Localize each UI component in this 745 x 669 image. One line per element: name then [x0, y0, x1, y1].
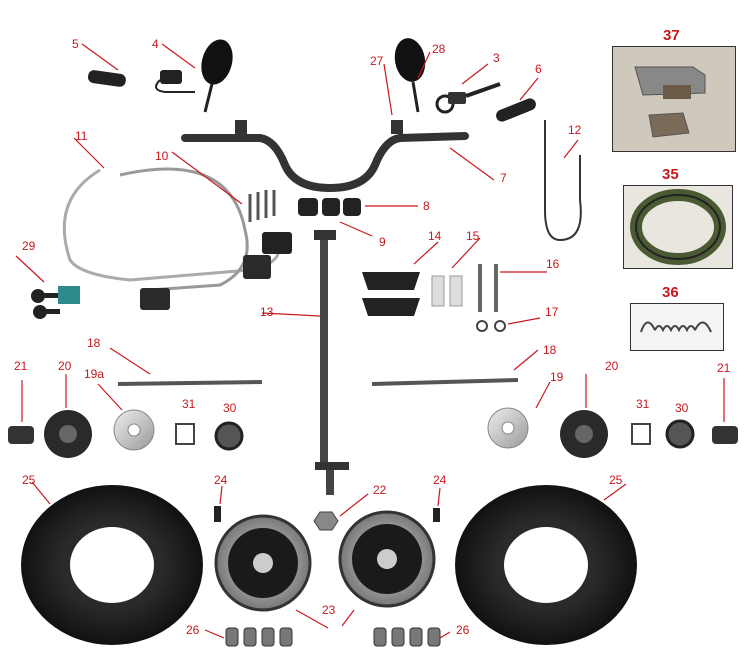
part-label-31-right: 31 — [636, 397, 650, 411]
part-label-23: 23 — [322, 603, 336, 617]
tie-rod-right — [371, 378, 519, 386]
part-label-28: 28 — [432, 42, 446, 56]
part-label-10: 10 — [155, 149, 169, 163]
bushing-2 — [449, 275, 463, 307]
knuckle-left — [113, 409, 155, 451]
part-label-26-left: 26 — [186, 623, 200, 637]
part-label-18-left: 18 — [87, 336, 101, 350]
part-label-12: 12 — [568, 123, 582, 137]
part-label-20-right: 20 — [605, 359, 619, 373]
master-cylinder — [262, 232, 292, 254]
steering-column — [314, 230, 349, 495]
part-label-24-left: 24 — [214, 473, 228, 487]
part-label-24-right: 24 — [433, 473, 447, 487]
brake-caliper-2 — [140, 288, 170, 310]
right-throttle — [496, 98, 536, 122]
brake-caliper — [243, 255, 271, 279]
ignition-key-switch — [31, 286, 80, 319]
spring-icon — [631, 304, 723, 350]
part-label-17: 17 — [545, 305, 559, 319]
mirror-left — [201, 39, 233, 113]
brake-pads-icon — [613, 47, 735, 151]
part-label-29: 29 — [22, 239, 36, 253]
inset-spring — [630, 303, 724, 351]
right-brake-lever — [435, 82, 501, 114]
bushing-1 — [431, 275, 445, 307]
part-label-19: 19 — [550, 370, 564, 384]
bolts-set — [248, 190, 276, 222]
nut-17a — [476, 320, 488, 332]
part-label-35: 35 — [662, 166, 679, 183]
brake-drum-left — [44, 410, 92, 458]
tire-right — [455, 485, 637, 645]
part-label-21-right: 21 — [717, 361, 731, 375]
castle-nut — [313, 511, 339, 531]
part-label-36: 36 — [662, 284, 679, 301]
part-label-8: 8 — [423, 199, 430, 213]
part-label-27: 27 — [370, 54, 384, 68]
part-label-11: 11 — [75, 129, 88, 143]
brake-shoes-icon — [624, 186, 732, 268]
part-label-22: 22 — [373, 483, 387, 497]
clamp-left — [235, 120, 247, 134]
part-label-26-right: 26 — [456, 623, 470, 637]
part-label-14: 14 — [428, 229, 442, 243]
part-label-18-right: 18 — [543, 343, 557, 357]
left-grip — [87, 70, 126, 87]
part-label-13: 13 — [260, 305, 274, 319]
part-label-9: 9 — [379, 235, 386, 249]
tire-left — [21, 485, 203, 645]
clamp-right — [391, 120, 403, 134]
hub-cap-right — [712, 426, 738, 444]
part-label-37: 37 — [663, 27, 680, 44]
steering-holders — [362, 272, 420, 316]
part-label-16: 16 — [546, 257, 560, 271]
throttle-cable — [544, 120, 582, 242]
lug-nuts-right — [373, 627, 441, 647]
part-label-19a: 19a — [84, 367, 105, 381]
part-label-7: 7 — [500, 171, 507, 185]
part-label-30-right: 30 — [675, 401, 689, 415]
mirror-right — [394, 38, 426, 113]
part-label-25-right: 25 — [609, 473, 623, 487]
bearing-right — [665, 419, 695, 449]
handlebar-clamps — [298, 198, 361, 216]
part-label-20-left: 20 — [58, 359, 72, 373]
part-label-21-left: 21 — [14, 359, 28, 373]
part-label-30-left: 30 — [223, 401, 237, 415]
rim-left — [214, 514, 312, 612]
part-label-31-left: 31 — [182, 397, 196, 411]
part-label-4: 4 — [152, 37, 159, 51]
lug-nuts-left — [225, 627, 293, 647]
inset-brake-shoes — [623, 185, 733, 269]
brake-hose — [62, 168, 281, 282]
brake-hose-2 — [119, 167, 249, 292]
part-label-3: 3 — [493, 51, 500, 65]
inset-brake-pads — [612, 46, 736, 152]
left-switch — [155, 70, 195, 93]
bolt-24-right — [433, 508, 440, 522]
brake-drum-right — [560, 410, 608, 458]
part-label-6: 6 — [535, 62, 542, 76]
bolt-24-left — [214, 506, 221, 522]
nut-17b — [494, 320, 506, 332]
brake-shoe-right — [631, 423, 651, 445]
brake-shoe-left — [175, 423, 195, 445]
hub-cap-left — [8, 426, 34, 444]
tie-rod-left — [117, 380, 263, 386]
leader-arrows — [15, 43, 725, 639]
part-label-15: 15 — [466, 229, 480, 243]
part-label-5: 5 — [72, 37, 79, 51]
bearing-left — [214, 421, 244, 451]
rim-right — [338, 510, 436, 608]
handlebar — [181, 132, 469, 193]
part-label-25-left: 25 — [22, 473, 36, 487]
knuckle-right — [487, 407, 529, 449]
